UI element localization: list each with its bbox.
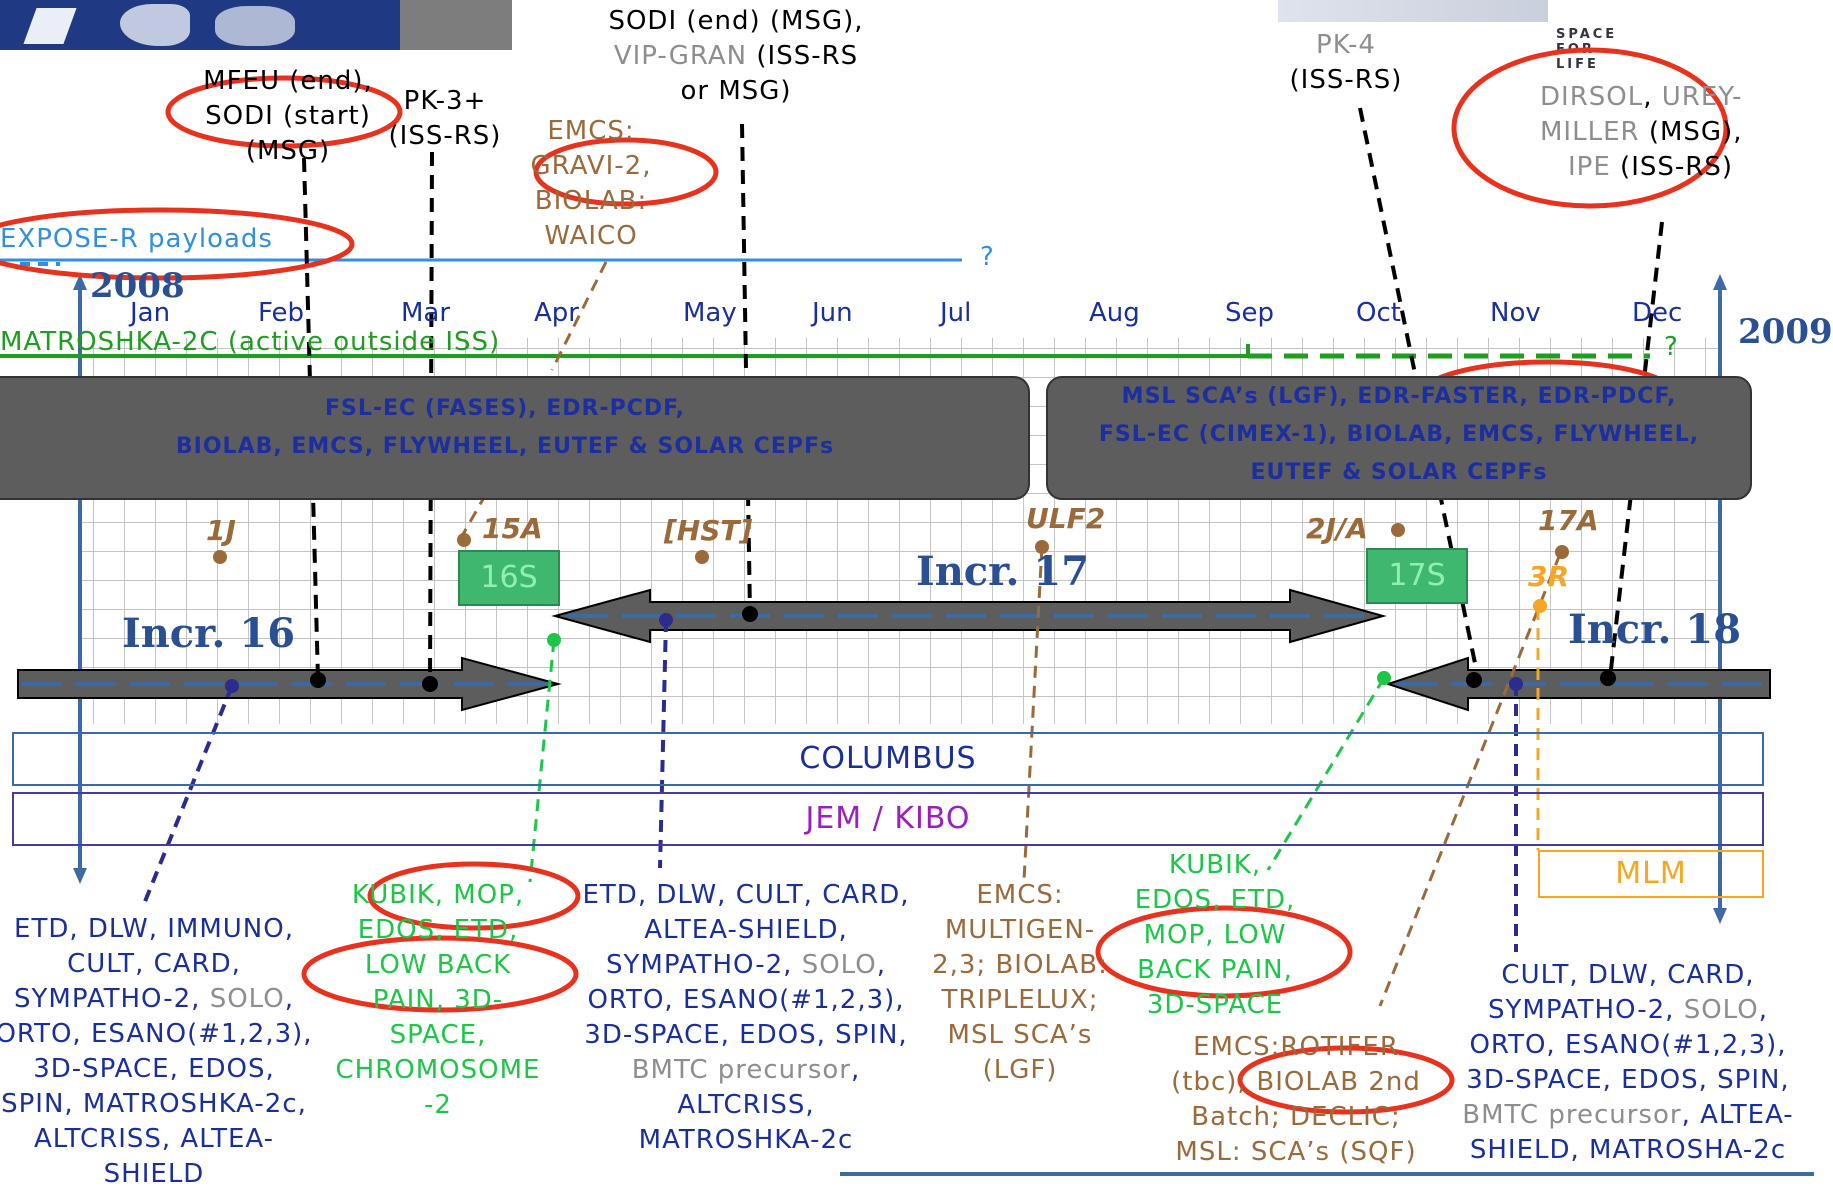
matroshka-question: ? bbox=[1664, 332, 1679, 362]
experiments-increment-18: CULT, DLW, CARD, SYMPATHO-2, SOLO, ORTO, E… bbox=[1438, 958, 1818, 1168]
experiment-line: SYMPATHO-2, SOLO, bbox=[14, 984, 294, 1014]
label-expose-r: EXPOSE-R payloads bbox=[0, 224, 273, 254]
month-apr: Apr bbox=[534, 298, 579, 328]
flight-1j: 1J bbox=[206, 514, 236, 547]
experiment-line: CULT, DLW, CARD, bbox=[1501, 960, 1755, 990]
month-may: May bbox=[683, 298, 737, 328]
increment-17-label: Incr. 17 bbox=[916, 548, 1090, 595]
experiment-line: ALTEA-SHIELD, bbox=[644, 915, 848, 945]
experiment-line: SPIN, MATROSHKA-2c, bbox=[1, 1089, 307, 1119]
experiment-line: TRIPLELUX; bbox=[941, 985, 1099, 1015]
label-matroshka: MATROSHKA-2C (active outside ISS) bbox=[0, 327, 501, 357]
experiment-line: MATROSHKA-2c bbox=[638, 1125, 854, 1155]
experiment-line: BMTC precursor, ALTEA- bbox=[1462, 1100, 1794, 1130]
experiment-line: EDOS, ETD, bbox=[357, 915, 519, 945]
experiment-line: EMCS: bbox=[976, 880, 1064, 910]
module-mlm: MLM bbox=[1538, 850, 1764, 898]
label-pk3: PK-3+ (ISS-RS) bbox=[388, 86, 502, 151]
experiment-line: BACK PAIN, bbox=[1137, 955, 1293, 985]
experiments-ulf2: EMCS: MULTIGEN- 2,3; BIOLAB: TRIPLELUX; MSL … bbox=[920, 878, 1120, 1088]
month-jun: Jun bbox=[812, 298, 853, 328]
increment-18-label: Incr. 18 bbox=[1568, 606, 1742, 653]
year-2008: 2008 bbox=[90, 266, 185, 306]
label-mfeu-sodi-start: MFEU (end), SODI (start) (MSG) bbox=[203, 66, 373, 166]
experiments-increment-16: ETD, DLW, IMMUNO, CULT, CARD, SYMPATHO-2, … bbox=[0, 912, 322, 1192]
month-sep: Sep bbox=[1225, 298, 1275, 328]
experiment-line: BMTC precursor, bbox=[631, 1055, 861, 1085]
experiment-line: KUBIK, bbox=[1168, 850, 1262, 880]
experiment-line: 3D-SPACE, EDOS, SPIN, bbox=[584, 1020, 908, 1050]
experiments-soyuz-17s: KUBIK, EDOS, ETD, MOP, LOW BACK PAIN, 3D-SPA… bbox=[1120, 848, 1310, 1023]
flight-hst: [HST] bbox=[664, 514, 753, 547]
esa-logo-banner bbox=[0, 0, 512, 50]
panel-increment-16-17: FSL-EC (FASES), EDR-PCDF, BIOLAB, EMCS, … bbox=[0, 376, 1030, 500]
experiment-line: EMCS:ROTIFER bbox=[1193, 1032, 1399, 1062]
experiment-line: ORTO, ESANO(#1,2,3), bbox=[0, 1019, 313, 1049]
flight-15a: 15A bbox=[482, 512, 543, 545]
month-mar: Mar bbox=[401, 298, 451, 328]
label-dirsol: DIRSOL, UREY- MILLER (MSG), IPE (ISS-RS) bbox=[1540, 82, 1743, 182]
experiment-line: MOP, LOW bbox=[1143, 920, 1287, 950]
increment-16-label: Incr. 16 bbox=[122, 610, 296, 657]
experiments-increment-17: ETD, DLW, CULT, CARD, ALTEA-SHIELD, SYMPAT… bbox=[556, 878, 936, 1158]
experiment-line: ALTCRISS, bbox=[677, 1090, 815, 1120]
experiment-line: KUBIK, MOP, bbox=[351, 880, 525, 910]
experiment-line: SYMPATHO-2, SOLO, bbox=[1488, 995, 1768, 1025]
experiment-line: MSL: SCA’s (SQF) bbox=[1175, 1137, 1417, 1167]
label-sodi-end: SODI (end) (MSG), VIP-GRAN (ISS-RS or MS… bbox=[608, 6, 864, 106]
soyuz-17s: 17S bbox=[1366, 548, 1468, 604]
experiment-line: LOW BACK bbox=[364, 950, 512, 980]
flight-17a: 17A bbox=[1538, 504, 1599, 537]
experiments-soyuz-16s: KUBIK, MOP, EDOS, ETD, LOW BACK PAIN, 3D- SP… bbox=[318, 878, 558, 1123]
experiment-line: 3D-SPACE, EDOS, SPIN, bbox=[1466, 1065, 1790, 1095]
experiment-line: EDOS, ETD, bbox=[1134, 885, 1296, 915]
month-feb: Feb bbox=[258, 298, 305, 328]
experiment-line: SHIELD bbox=[103, 1159, 205, 1189]
experiment-line: ORTO, ESANO(#1,2,3), bbox=[587, 985, 905, 1015]
month-oct: Oct bbox=[1356, 298, 1401, 328]
experiment-line: CHROMOSOME bbox=[335, 1055, 541, 1085]
experiment-line: SPACE, bbox=[389, 1020, 487, 1050]
experiment-line: -2 bbox=[424, 1090, 452, 1120]
experiment-line: Batch; DECLIC; bbox=[1191, 1102, 1401, 1132]
experiment-line: ETD, DLW, CULT, CARD, bbox=[582, 880, 910, 910]
experiment-line: 3D-SPACE bbox=[1146, 990, 1284, 1020]
label-emcs-gravi: EMCS: GRAVI-2, BIOLAB: WAICO bbox=[530, 116, 652, 251]
module-jem-kibo: JEM / KIBO bbox=[12, 792, 1764, 846]
experiment-line: SYMPATHO-2, SOLO, bbox=[606, 950, 886, 980]
experiment-line: 2,3; BIOLAB: bbox=[932, 950, 1108, 980]
experiment-line: 3D-SPACE, EDOS, bbox=[33, 1054, 275, 1084]
experiment-line: PAIN, 3D- bbox=[372, 985, 504, 1015]
experiment-line: MULTIGEN- bbox=[944, 915, 1096, 945]
experiment-line: ORTO, ESANO(#1,2,3), bbox=[1469, 1030, 1787, 1060]
flight-2ja: 2J/A bbox=[1306, 512, 1368, 545]
experiment-line: MSL SCA’s bbox=[947, 1020, 1093, 1050]
experiment-line: ETD, DLW, IMMUNO, bbox=[14, 914, 294, 944]
month-jul: Jul bbox=[940, 298, 972, 328]
month-aug: Aug bbox=[1089, 298, 1140, 328]
soyuz-16s: 16S bbox=[458, 550, 560, 606]
flight-3r: 3R bbox=[1528, 560, 1570, 593]
module-columbus: COLUMBUS bbox=[12, 732, 1764, 786]
expose-question: ? bbox=[980, 242, 995, 272]
month-nov: Nov bbox=[1490, 298, 1541, 328]
experiment-line: SHIELD, MATROSHA-2c bbox=[1469, 1135, 1787, 1165]
month-dec: Dec bbox=[1632, 298, 1683, 328]
panel-increment-17-18: MSL SCA’s (LGF), EDR-FASTER, EDR-PDCF, F… bbox=[1046, 376, 1752, 500]
flight-ulf2: ULF2 bbox=[1026, 502, 1106, 535]
year-2009: 2009 bbox=[1738, 312, 1833, 352]
experiment-line: CULT, CARD, bbox=[67, 949, 241, 979]
label-pk4: PK-4 (ISS-RS) bbox=[1289, 30, 1403, 95]
experiment-line: ALTCRISS, ALTEA- bbox=[33, 1124, 275, 1154]
experiment-line: (LGF) bbox=[982, 1055, 1058, 1085]
increment-16-arrow bbox=[17, 656, 562, 712]
experiment-line: (tbc); BIOLAB 2nd bbox=[1171, 1067, 1421, 1097]
month-jan: Jan bbox=[130, 298, 171, 328]
